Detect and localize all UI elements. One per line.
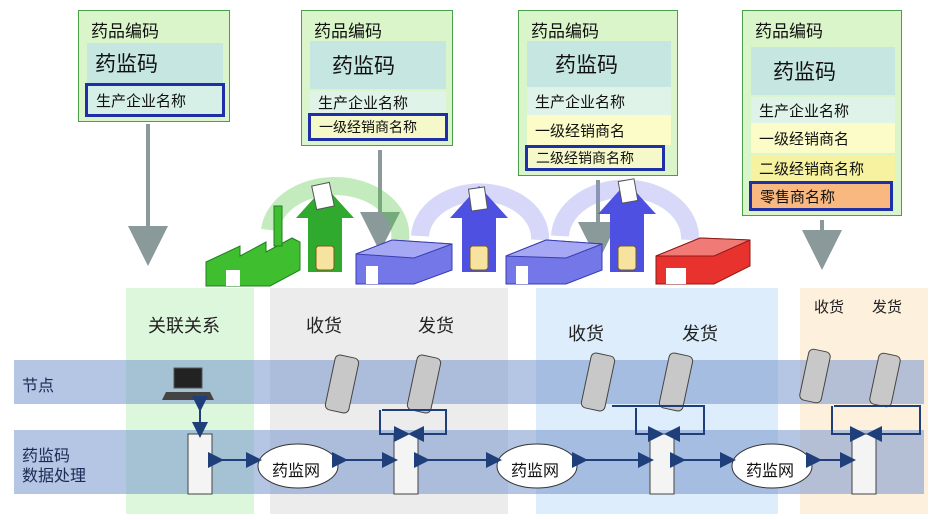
up-arrow-blue-1 (450, 186, 508, 272)
card-row: 生产企业名称 (751, 97, 895, 123)
band-label-processing-1: 药监码 (22, 446, 71, 465)
cloud-icon (257, 443, 813, 489)
rx-bottle-icon (315, 245, 637, 271)
band-label-processing-2: 数据处理 (22, 466, 87, 485)
info-card-distributor1: 药品编码 药监码 生产企业名称 一级经销商名称 (301, 10, 453, 146)
card-row-highlight: 一级经销商名称 (308, 113, 448, 141)
info-card-distributor2: 药品编码 药监码 生产企业名称 一级经销商名 二级经销商名称 (518, 10, 678, 176)
info-card-retailer: 药品编码 药监码 生产企业名称 一级经销商名 二级经销商名称 零售商名称 (742, 10, 902, 216)
document-icon (311, 178, 639, 212)
info-card-manufacturer: 药品编码 药监码 生产企业名称 (78, 10, 230, 122)
card-title: 药品编码 (91, 22, 159, 42)
column-label-receive-1: 收货 (306, 316, 342, 337)
card-code-row: 药监码 (751, 47, 895, 95)
card-down-arrows (128, 124, 842, 270)
up-arrow-blue-2 (598, 182, 656, 272)
card-row-highlight: 二级经销商名称 (525, 145, 665, 171)
card-title: 药品编码 (531, 22, 599, 42)
card-row: 生产企业名称 (527, 87, 671, 115)
network-label-3: 药监网 (746, 461, 795, 480)
warehouse-icon (355, 239, 453, 285)
column-label-receive-2: 收货 (568, 324, 604, 345)
network-label-1: 药监网 (272, 461, 321, 480)
network-label-2: 药监网 (511, 461, 560, 480)
card-code-row: 药监码 (527, 41, 671, 87)
card-row: 一级经销商名 (751, 123, 895, 153)
card-title: 药品编码 (755, 22, 823, 42)
card-row: 一级经销商名 (527, 115, 671, 145)
column-label-receive-3: 收货 (814, 298, 845, 316)
column-label-association: 关联关系 (148, 316, 220, 337)
laptop-icon (162, 367, 214, 400)
data-connectors (192, 396, 921, 468)
warehouse-icon (505, 239, 603, 285)
card-row-highlight: 生产企业名称 (85, 83, 225, 117)
card-code-row: 药监码 (87, 43, 223, 83)
card-row-highlight: 零售商名称 (749, 181, 893, 211)
card-row: 生产企业名称 (310, 91, 446, 113)
column-label-ship-1: 发货 (418, 316, 454, 337)
server-icon (187, 433, 877, 495)
factory-icon (205, 205, 301, 287)
warehouse-icon (655, 237, 751, 285)
card-title: 药品编码 (314, 22, 382, 42)
up-arrow-green (296, 186, 354, 272)
band-label-node: 节点 (22, 376, 55, 395)
handheld-scanner-icon (324, 348, 901, 414)
card-row: 二级经销商名称 (751, 155, 895, 181)
column-label-ship-2: 发货 (682, 324, 718, 345)
card-code-row: 药监码 (310, 41, 446, 89)
column-label-ship-3: 发货 (872, 298, 903, 316)
